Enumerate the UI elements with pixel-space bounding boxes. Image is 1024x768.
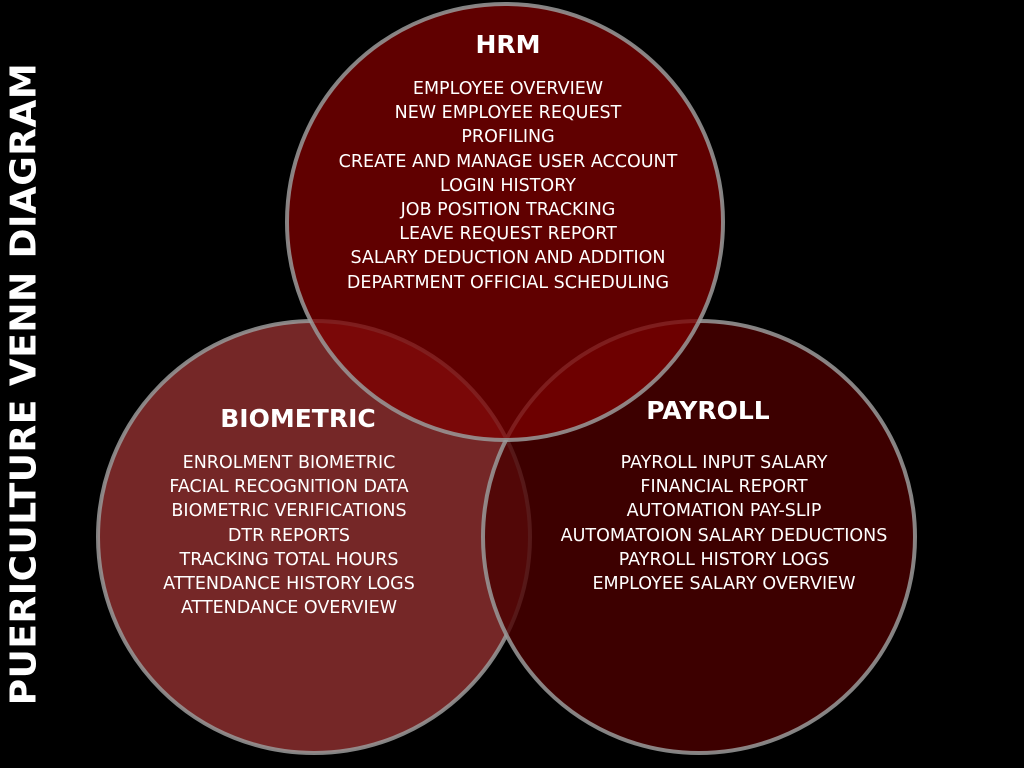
hrm-item: LOGIN HISTORY [440,175,576,196]
hrm-label: HRM [475,30,541,59]
payroll-item: FINANCIAL REPORT [640,477,808,498]
biometric-item: ATTENDANCE HISTORY LOGS [163,574,415,595]
hrm-item-list: EMPLOYEE OVERVIEW NEW EMPLOYEE REQUEST PRO… [339,77,678,295]
hrm-item: CREATE AND MANAGE USER ACCOUNT [338,151,678,172]
hrm-item: JOB POSITION TRACKING [400,200,616,221]
payroll-item-list: PAYROLL INPUT SALARY FINANCIAL REPORT AUTO… [561,451,888,596]
biometric-item: BIOMETRIC VERIFICATIONS [171,501,407,522]
hrm-item: DEPARTMENT OFFICIAL SCHEDULING [346,272,670,293]
hrm-circle [285,2,725,442]
diagram-title: PUERICULTURE VENN DIAGRAM [3,62,45,706]
biometric-item: FACIAL RECOGNITION DATA [169,477,409,498]
hrm-item: PROFILING [461,127,555,148]
payroll-item: PAYROLL HISTORY LOGS [618,549,830,570]
hrm-item: NEW EMPLOYEE REQUEST [394,103,622,124]
biometric-item: TRACKING TOTAL HOURS [179,549,399,570]
biometric-item: ENROLMENT BIOMETRIC [182,453,396,473]
payroll-item: AUTOMATION PAY-SLIP [626,501,822,522]
biometric-label: BIOMETRIC [220,404,376,433]
payroll-item: AUTOMATOION SALARY DEDUCTIONS [560,525,888,546]
hrm-item: EMPLOYEE OVERVIEW [412,79,604,99]
biometric-item: ATTENDANCE OVERVIEW [180,598,398,619]
payroll-item: EMPLOYEE SALARY OVERVIEW [592,574,856,595]
biometric-item-list: ENROLMENT BIOMETRIC FACIAL RECOGNITION DA… [163,451,415,620]
biometric-item: DTR REPORTS [227,525,351,546]
payroll-label: PAYROLL [646,396,770,425]
payroll-item: PAYROLL INPUT SALARY [620,453,828,473]
hrm-item: SALARY DEDUCTION AND ADDITION [350,248,666,269]
hrm-item: LEAVE REQUEST REPORT [399,224,617,245]
